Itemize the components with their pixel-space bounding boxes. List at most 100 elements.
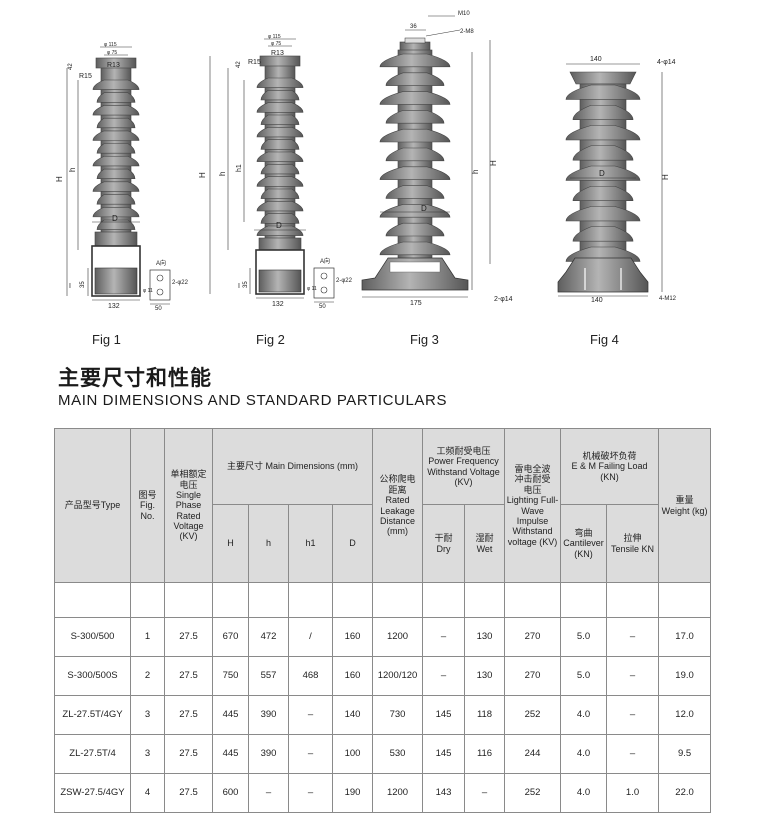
cell-h: 390 (248, 695, 289, 735)
cell-H: 445 (212, 695, 249, 735)
cell-D: 160 (331, 617, 374, 657)
cell-type: S-300/500S (54, 656, 131, 696)
cell-type: ZL-27.5T/4 (54, 734, 131, 774)
cell-wet: 130 (464, 617, 506, 657)
cell-H: 445 (212, 734, 249, 774)
fig2-r15: R15 (248, 59, 261, 66)
fig3-top-width: 36 (410, 24, 417, 30)
fig2-35: 35 (243, 281, 249, 288)
cell-voltage: 27.5 (164, 773, 213, 813)
fig1-label: Fig 1 (92, 332, 121, 347)
insulator-shed (96, 168, 136, 179)
cell-dry: 143 (422, 773, 466, 813)
insulator-shed (572, 226, 634, 242)
table-row: ZL-27.5T/4 3 27.5 445 390 – 100 530 145 … (54, 734, 712, 774)
cell-tensile: – (606, 734, 660, 774)
insulator-shed (572, 104, 634, 120)
fig3-base: 175 (410, 300, 422, 307)
fig1-view-label: A向 (156, 259, 166, 267)
insulator-shed (260, 139, 300, 150)
insulator-shed (256, 201, 304, 212)
figures-area: φ 115 φ 75 R13 R15 42 H h D 35 I 132 A向 … (0, 0, 767, 355)
fig2-I: I (238, 283, 240, 290)
cell-impulse: 252 (504, 695, 562, 735)
cell-impulse: 270 (504, 656, 562, 696)
insulator-shed (92, 105, 140, 116)
insulator-shed (256, 127, 304, 138)
cell-weight: 19.0 (658, 656, 712, 696)
insulator-shed (96, 143, 136, 154)
cell-D: 100 (331, 734, 374, 774)
insulator-shed (92, 206, 140, 218)
cell-h1: 468 (288, 656, 333, 696)
fig1-H: H (55, 176, 64, 182)
insulator-shed (379, 204, 451, 218)
fig2-H: H (198, 172, 207, 178)
cell-tensile: – (606, 617, 660, 657)
fig1-h: h (68, 168, 77, 172)
cell-fig: 2 (130, 656, 165, 696)
heading-en: MAIN DIMENSIONS AND STANDARD PARTICULARS (58, 392, 448, 409)
fig1-top-dia: φ 115 (104, 42, 117, 48)
cell-H: 670 (212, 617, 249, 657)
fig1-35: 35 (80, 281, 86, 288)
cell-fig: 1 (130, 617, 165, 657)
insulator-shed (385, 110, 445, 124)
fig1-view-width: 50 (155, 306, 162, 312)
fig4-top-width: 140 (590, 56, 602, 63)
cell-voltage: 27.5 (164, 734, 213, 774)
cell-leak: 730 (372, 695, 424, 735)
cell-cantilever: 4.0 (560, 734, 608, 774)
hdr-h1: h1 (288, 504, 333, 583)
cell-wet: 118 (464, 695, 506, 735)
heading-cn: 主要尺寸和性能 (58, 366, 212, 390)
cell-h1: – (288, 734, 333, 774)
cell-weight: 9.5 (658, 734, 712, 774)
cell-fig: 3 (130, 734, 165, 774)
insulator-shed (256, 77, 304, 88)
cell-cantilever: 4.0 (560, 695, 608, 735)
insulator-shed (379, 53, 451, 68)
fig2-h1: h1 (236, 164, 243, 172)
fig4-bottom-thread: 4-M12 (659, 296, 677, 302)
insulator-shed (92, 156, 140, 167)
table-row: ZL-27.5T/4GY 3 27.5 445 390 – 140 730 14… (54, 695, 712, 735)
fig3-D: D (421, 204, 427, 213)
insulator-shed (565, 125, 641, 141)
insulator-shed (260, 213, 300, 224)
cell-impulse: 270 (504, 617, 562, 657)
fig3-top-thread: M10 (458, 11, 470, 17)
insulator-shed (256, 176, 304, 187)
insulator-shed (256, 102, 304, 113)
insulator-shed (92, 79, 140, 90)
hdr-h: h (248, 504, 289, 583)
fig2-holes: 2-φ22 (336, 278, 353, 284)
insulator-drawings: φ 115 φ 75 R13 R15 42 H h D 35 I 132 A向 … (55, 11, 677, 312)
fig2-view-width: 50 (319, 304, 326, 310)
cell-voltage: 27.5 (164, 617, 213, 657)
insulator-shed (260, 114, 300, 125)
cell-tensile: – (606, 656, 660, 696)
cell-impulse: 252 (504, 773, 562, 813)
fig3-H: H (489, 160, 498, 166)
cell-h1: / (288, 617, 333, 657)
cell-h: 472 (248, 617, 289, 657)
insulator-shed (92, 181, 140, 192)
fig2-view-label: A向 (320, 257, 330, 265)
hdr-main-dims: 主要尺寸 Main Dimensions (mm) (211, 428, 374, 505)
cell-wet: 130 (464, 656, 506, 696)
cell-type: ZL-27.5T/4GY (54, 695, 131, 735)
cell-weight: 22.0 (658, 773, 712, 813)
fig3-h: h (471, 170, 480, 174)
hdr-D: D (331, 504, 374, 583)
cell-dry: – (422, 617, 466, 657)
